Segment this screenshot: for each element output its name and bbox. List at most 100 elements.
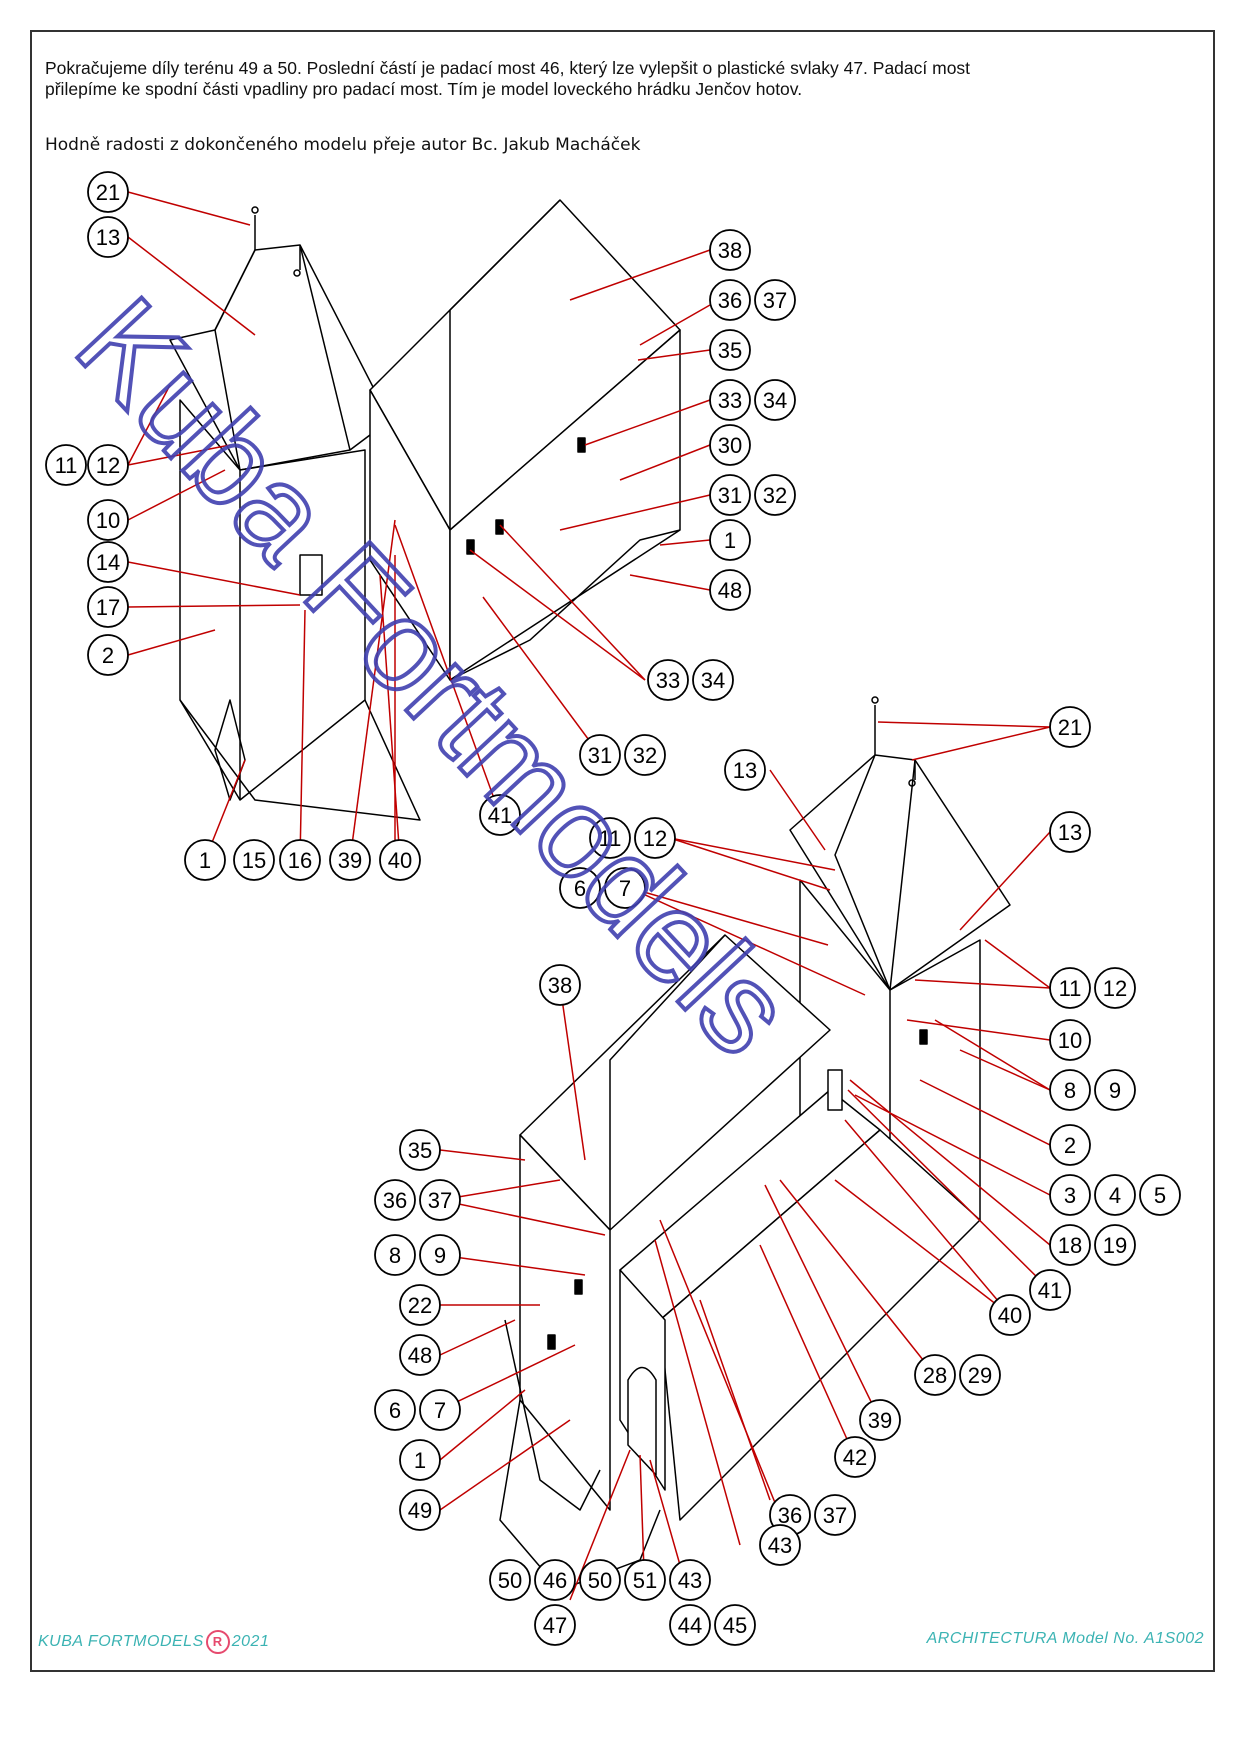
- callout-label: 48: [408, 1343, 432, 1368]
- callout-10: 10: [87, 499, 129, 541]
- callout-label: 1: [414, 1448, 426, 1473]
- callout-label: 44: [678, 1613, 702, 1638]
- callout-circle: [624, 1559, 666, 1601]
- callout-51: 51: [624, 1559, 666, 1601]
- callout-circle: [604, 867, 646, 909]
- callout-circle: [754, 474, 796, 516]
- callout-circle: [399, 1284, 441, 1326]
- callout-circle: [959, 1354, 1001, 1396]
- intro-line-1: Pokračujeme díly terénu 49 a 50. Posledn…: [45, 58, 971, 78]
- callout-label: 39: [868, 1408, 892, 1433]
- callout-circle: [479, 794, 521, 836]
- callout-29: 29: [959, 1354, 1001, 1396]
- callout-3: 3: [1049, 1174, 1091, 1216]
- callout-circle: [87, 586, 129, 628]
- callout-47: 47: [534, 1604, 576, 1646]
- closing-note: Hodně radosti z dokončeného modelu přeje…: [45, 135, 641, 155]
- callout-circle: [399, 1489, 441, 1531]
- callout-circle: [379, 839, 421, 881]
- callout-label: 16: [288, 848, 312, 873]
- callout-label: 47: [543, 1613, 567, 1638]
- intro-text: Pokračujeme díly terénu 49 a 50. Posledn…: [45, 58, 1195, 100]
- callout-circle: [559, 867, 601, 909]
- callout-circle: [814, 1494, 856, 1536]
- callout-label: 36: [718, 288, 742, 313]
- callout-label: 31: [718, 483, 742, 508]
- callout-8: 8: [1049, 1069, 1091, 1111]
- callout-34: 34: [754, 379, 796, 421]
- callout-circle: [399, 1334, 441, 1376]
- callout-circle: [87, 216, 129, 258]
- callout-label: 30: [718, 433, 742, 458]
- callout-37: 37: [754, 279, 796, 321]
- callout-44: 44: [669, 1604, 711, 1646]
- callout-label: 34: [763, 388, 787, 413]
- callout-1: 1: [709, 519, 751, 561]
- callout-19: 19: [1094, 1224, 1136, 1266]
- callout-label: 22: [408, 1293, 432, 1318]
- callout-10: 10: [1049, 1019, 1091, 1061]
- callout-circle: [647, 659, 689, 701]
- callout-circle: [709, 474, 751, 516]
- callout-label: 39: [338, 848, 362, 873]
- callout-label: 40: [998, 1303, 1022, 1328]
- callout-13: 13: [87, 216, 129, 258]
- callout-32: 32: [624, 734, 666, 776]
- callout-label: 33: [656, 668, 680, 693]
- callout-label: 32: [763, 483, 787, 508]
- callout-43: 43: [669, 1559, 711, 1601]
- callout-label: 33: [718, 388, 742, 413]
- callout-36: 36: [709, 279, 751, 321]
- callout-circle: [374, 1234, 416, 1276]
- callout-circle: [87, 444, 129, 486]
- callout-circle: [754, 279, 796, 321]
- callout-label: 37: [763, 288, 787, 313]
- callout-label: 10: [1058, 1028, 1082, 1053]
- callout-circle: [1094, 1174, 1136, 1216]
- callout-circle: [399, 1439, 441, 1481]
- callout-circle: [759, 1524, 801, 1566]
- callout-circle: [579, 734, 621, 776]
- callout-label: 11: [1059, 976, 1082, 1001]
- page-frame: [30, 30, 1215, 1672]
- callout-40: 40: [989, 1294, 1031, 1336]
- callout-21: 21: [87, 171, 129, 213]
- callout-label: 7: [619, 876, 631, 901]
- callout-circle: [87, 171, 129, 213]
- callout-41: 41: [1029, 1269, 1071, 1311]
- callout-circle: [1049, 1174, 1091, 1216]
- callout-6: 6: [559, 867, 601, 909]
- callout-label: 2: [102, 643, 114, 668]
- callout-36: 36: [374, 1179, 416, 1221]
- callout-22: 22: [399, 1284, 441, 1326]
- callout-31: 31: [709, 474, 751, 516]
- callout-circle: [859, 1399, 901, 1441]
- callout-label: 48: [718, 578, 742, 603]
- callout-circle: [374, 1179, 416, 1221]
- callout-circle: [709, 424, 751, 466]
- callout-circle: [989, 1294, 1031, 1336]
- callout-label: 8: [1064, 1078, 1076, 1103]
- footer-brand-name: KUBA FORTMODELS: [38, 1633, 204, 1651]
- callout-circle: [692, 659, 734, 701]
- callout-15: 15: [233, 839, 275, 881]
- callout-label: 29: [968, 1363, 992, 1388]
- callout-1: 1: [184, 839, 226, 881]
- callout-label: 1: [724, 528, 736, 553]
- callout-32: 32: [754, 474, 796, 516]
- callout-label: 36: [383, 1188, 407, 1213]
- callout-50: 50: [579, 1559, 621, 1601]
- callout-circle: [709, 519, 751, 561]
- callout-circle: [1094, 1069, 1136, 1111]
- callout-label: 2: [1064, 1133, 1076, 1158]
- callout-label: 11: [599, 826, 622, 851]
- footer-year: 2021: [231, 1633, 270, 1651]
- callout-label: 11: [55, 453, 78, 478]
- callout-label: 37: [823, 1503, 847, 1528]
- callout-circle: [534, 1604, 576, 1646]
- callout-label: 19: [1103, 1233, 1127, 1258]
- callout-circle: [724, 749, 766, 791]
- callout-circle: [534, 1559, 576, 1601]
- callout-circle: [45, 444, 87, 486]
